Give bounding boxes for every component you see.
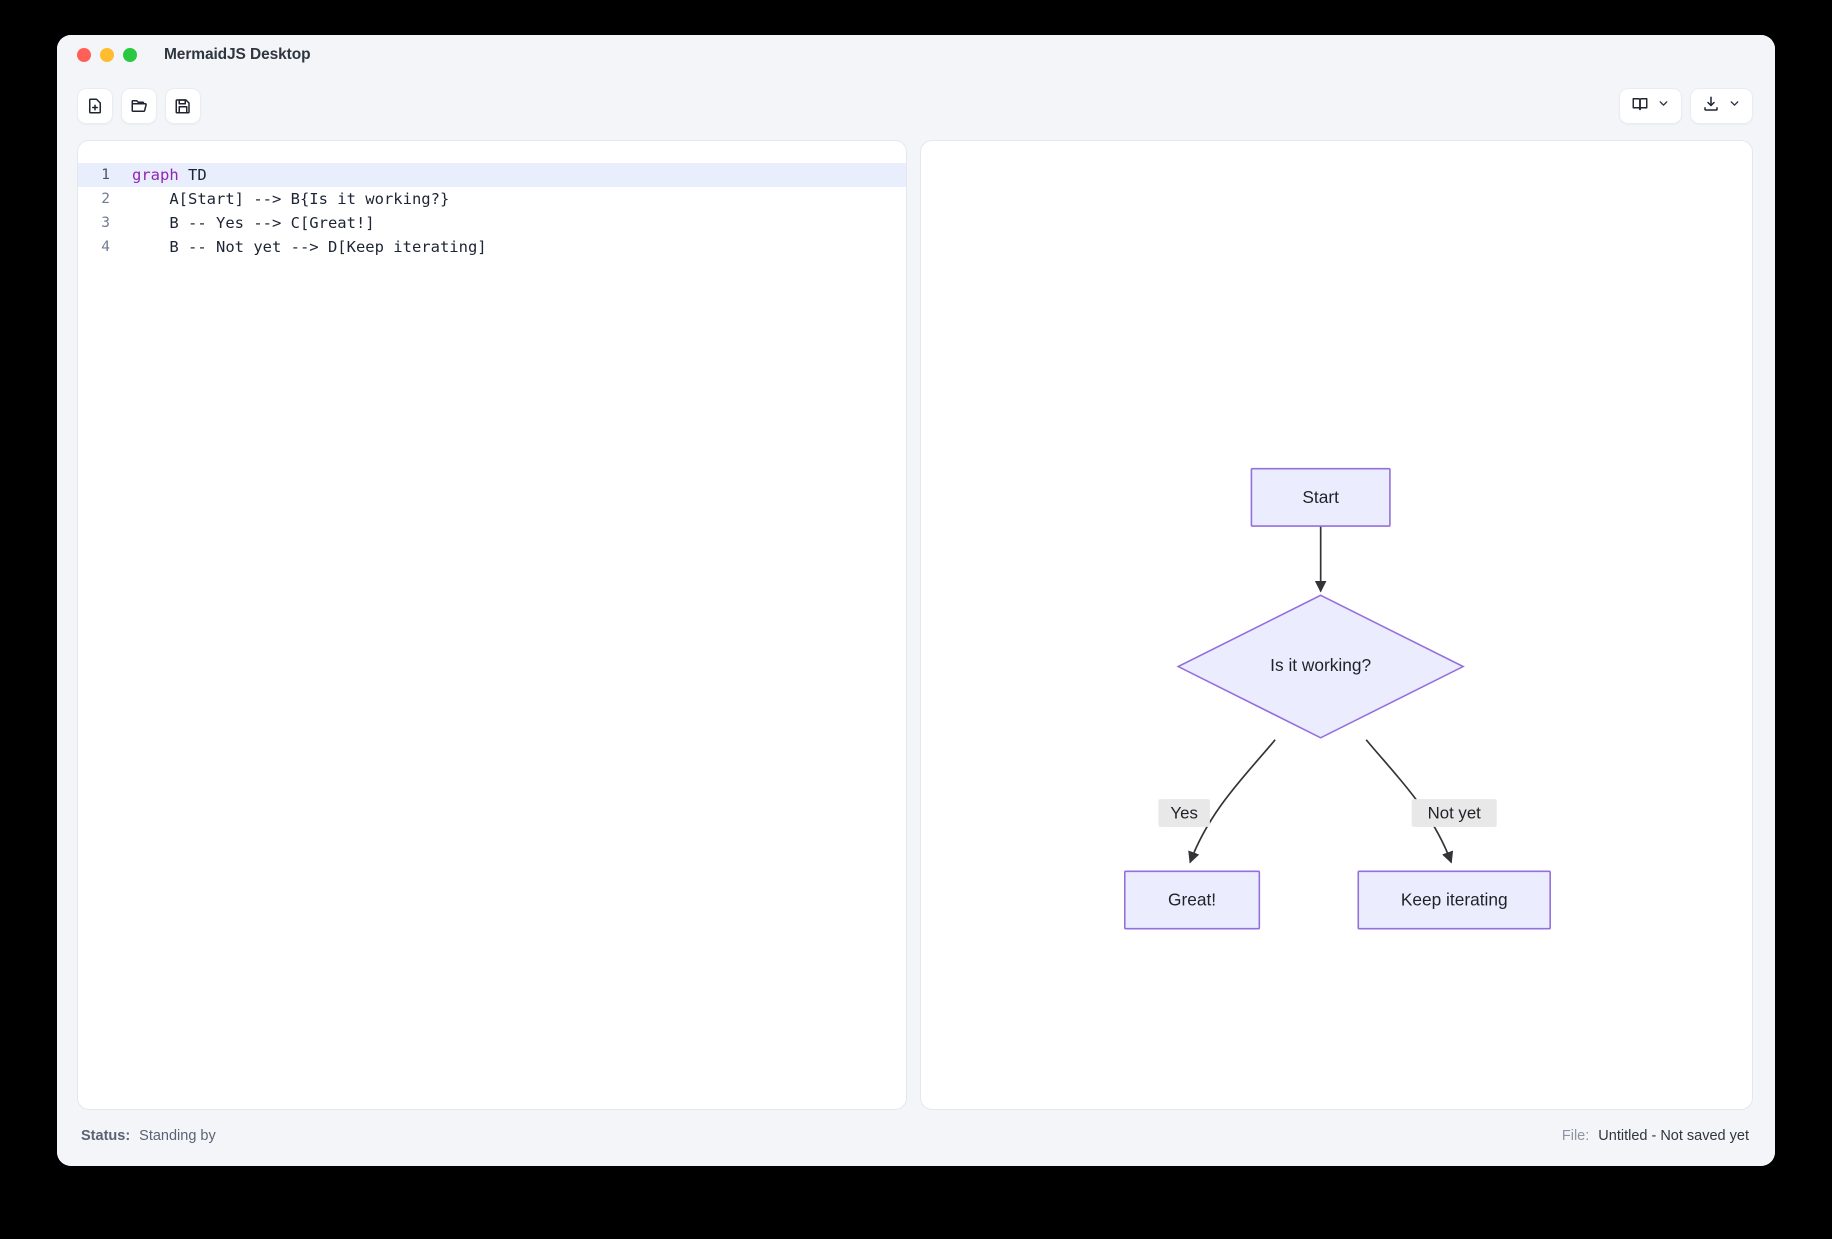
status-label: Status:: [81, 1128, 131, 1144]
code-editor[interactable]: 1 graph TD 2 A[Start] --> B{Is it working?…: [78, 141, 906, 1109]
maximize-button[interactable]: [123, 48, 137, 62]
folder-open-icon: [130, 97, 148, 115]
line-number: 3: [101, 215, 110, 231]
minimize-button[interactable]: [100, 48, 114, 62]
save-file-button[interactable]: [165, 88, 201, 124]
line-number: 1: [101, 167, 110, 183]
diagram-node-start[interactable]: Start: [1250, 467, 1391, 527]
code-text: A[Start] --> B{Is it working?}: [132, 190, 450, 208]
theme-selector-button[interactable]: [1619, 88, 1682, 124]
code-line[interactable]: 3 B -- Yes --> C[Great!]: [78, 211, 906, 235]
book-icon: [1631, 95, 1649, 118]
toolbar-left-group: [77, 88, 201, 124]
line-number: 2: [101, 191, 110, 207]
chevron-down-icon: [1728, 97, 1741, 115]
open-file-button[interactable]: [121, 88, 157, 124]
download-icon: [1702, 95, 1720, 118]
code-text: B -- Yes --> C[Great!]: [132, 214, 375, 232]
edge-b-c: [1188, 739, 1276, 864]
line-number: 4: [101, 239, 110, 255]
panes: 1 graph TD 2 A[Start] --> B{Is it working?…: [57, 137, 1775, 1110]
traffic-lights: [77, 48, 137, 62]
code-text: graph TD: [132, 166, 207, 184]
node-label-keep-iterating: Keep iterating: [1401, 890, 1508, 910]
code-line[interactable]: 4 B -- Not yet --> D[Keep iterating]: [78, 235, 906, 259]
close-button[interactable]: [77, 48, 91, 62]
file-label: File:: [1561, 1128, 1590, 1144]
diagram-node-great[interactable]: Great!: [1124, 870, 1261, 930]
edge-label-notyet-group: Not yet: [1411, 799, 1497, 827]
node-label-great: Great!: [1168, 890, 1216, 910]
window-title: MermaidJS Desktop: [164, 46, 311, 63]
node-label-decision: Is it working?: [1270, 655, 1371, 675]
code-text: B -- Not yet --> D[Keep iterating]: [132, 238, 487, 256]
app-window: MermaidJS Desktop: [57, 35, 1775, 1166]
preview-pane[interactable]: Start Is it working? Yes: [920, 140, 1753, 1110]
status-value: Standing by: [139, 1128, 216, 1144]
edge-b-d: [1365, 739, 1454, 864]
edge-label-yes-group: Yes: [1158, 799, 1210, 827]
status-left: Status: Standing by: [81, 1128, 216, 1144]
new-file-icon: [86, 97, 104, 115]
toolbar: [57, 75, 1775, 137]
code-keyword: graph: [132, 166, 179, 184]
flowchart-svg: Start Is it working? Yes: [1124, 467, 1551, 930]
export-menu-button[interactable]: [1690, 88, 1753, 124]
edge-label-notyet: Not yet: [1428, 803, 1482, 822]
file-value: Untitled - Not saved yet: [1598, 1128, 1749, 1144]
code-line[interactable]: 1 graph TD: [78, 163, 906, 187]
toolbar-right-group: [1619, 88, 1753, 124]
code-line[interactable]: 2 A[Start] --> B{Is it working?}: [78, 187, 906, 211]
chevron-down-icon: [1657, 97, 1670, 115]
diagram-node-keep-iterating[interactable]: Keep iterating: [1357, 870, 1551, 930]
save-disk-icon: [174, 97, 192, 115]
diagram-node-decision[interactable]: Is it working?: [1176, 594, 1465, 739]
status-right: File: Untitled - Not saved yet: [1562, 1128, 1749, 1144]
new-file-button[interactable]: [77, 88, 113, 124]
edge-label-yes: Yes: [1170, 803, 1197, 822]
titlebar: MermaidJS Desktop: [57, 35, 1775, 75]
statusbar: Status: Standing by File: Untitled - Not…: [57, 1110, 1775, 1166]
diagram-canvas: Start Is it working? Yes: [921, 141, 1752, 1109]
editor-pane[interactable]: 1 graph TD 2 A[Start] --> B{Is it working?…: [77, 140, 907, 1110]
node-label-start: Start: [1302, 487, 1339, 507]
